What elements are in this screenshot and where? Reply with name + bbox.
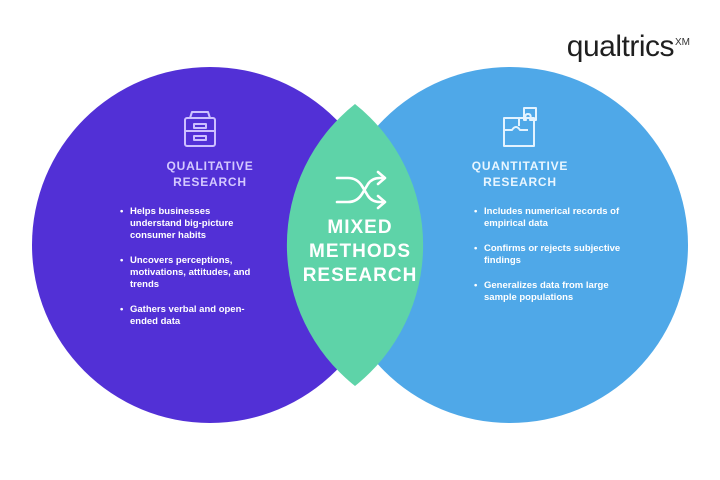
mixed-heading-line-3: RESEARCH: [302, 265, 418, 286]
list-item: Helps businesses understand big-picture …: [120, 206, 260, 242]
qualitative-heading-line-1: QUALITATIVE: [166, 159, 254, 173]
logo-xm: XM: [675, 37, 690, 48]
list-item: Gathers verbal and open-ended data: [120, 304, 260, 328]
list-item: Generalizes data from large sample popul…: [474, 280, 624, 304]
quantitative-heading-line-2: RESEARCH: [483, 175, 557, 189]
shuffle-icon: [335, 170, 387, 210]
mixed-methods-lens: [286, 104, 424, 386]
list-item: Uncovers perceptions, motivations, attit…: [120, 255, 260, 291]
puzzle-icon: [503, 107, 537, 147]
quantitative-heading: QUANTITATIVE RESEARCH: [440, 158, 600, 190]
qualtrics-logo: qualtricsXM: [567, 30, 690, 64]
qualitative-bullets: Helps businesses understand big-picture …: [120, 206, 260, 341]
mixed-heading-line-2: METHODS: [309, 241, 411, 262]
file-drawer-icon: [184, 111, 216, 147]
mixed-heading-line-1: MIXED: [327, 217, 393, 238]
list-item: Includes numerical records of empirical …: [474, 206, 624, 230]
quantitative-heading-line-1: QUANTITATIVE: [471, 159, 569, 173]
list-item: Confirms or rejects subjective findings: [474, 243, 624, 267]
quantitative-bullets: Includes numerical records of empirical …: [474, 206, 624, 317]
mixed-methods-heading: MIXED METHODS RESEARCH: [285, 216, 435, 288]
qualitative-heading-line-2: RESEARCH: [173, 175, 247, 189]
qualitative-circle: [32, 67, 388, 423]
logo-brand: qualtrics: [566, 30, 675, 63]
qualitative-heading: QUALITATIVE RESEARCH: [130, 158, 290, 190]
